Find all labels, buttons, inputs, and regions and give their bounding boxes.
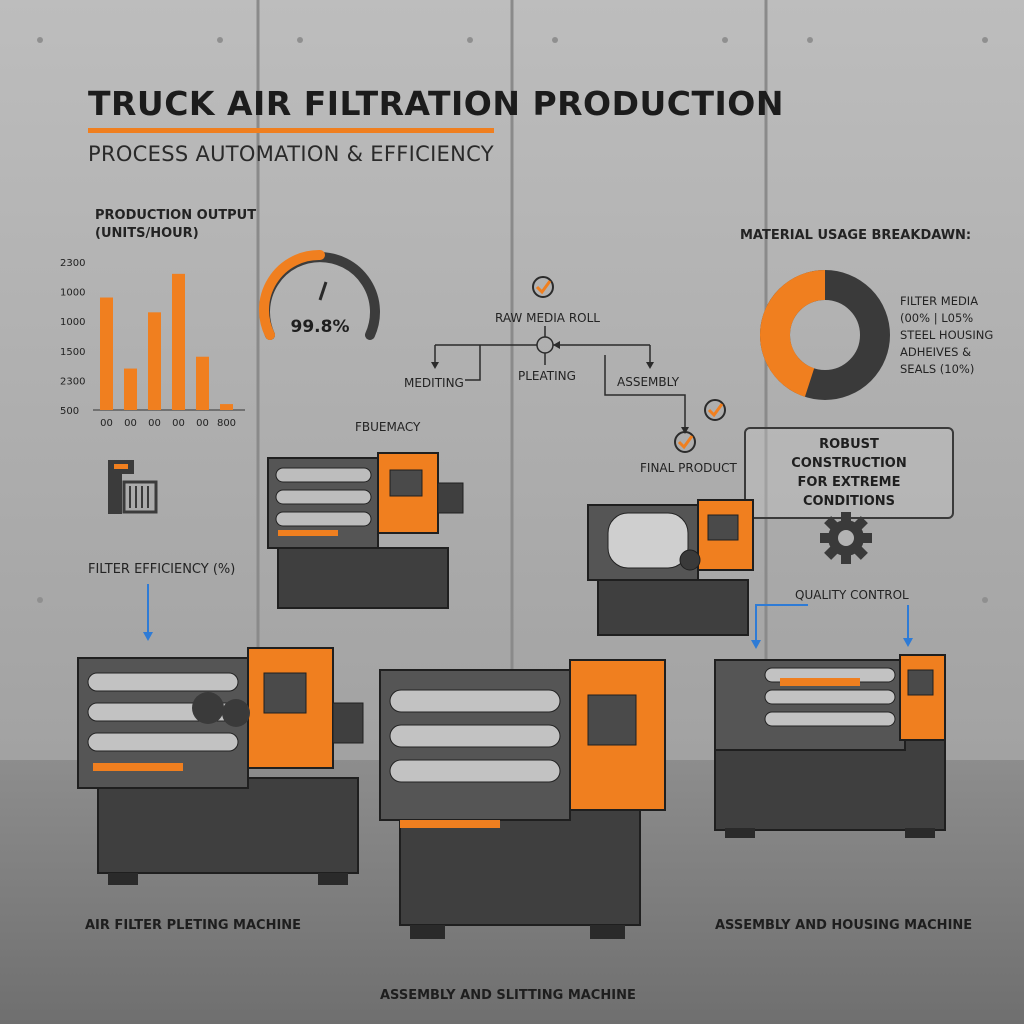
assembly-slitting-machine [379, 659, 666, 939]
quality-control-label: QUALITY CONTROL [795, 588, 909, 602]
gear-icon [820, 512, 872, 564]
machine-label-slitting: ASSEMBLY AND SLITTING MACHINE [380, 988, 636, 1003]
flow-fbuemacy: FBUEMACY [355, 420, 421, 434]
bar [148, 312, 161, 410]
filter-efficiency-label: FILTER EFFICIENCY (%) [88, 562, 236, 577]
bar [220, 404, 233, 410]
x-tick-label: 800 [217, 418, 236, 429]
x-tick-label: 00 [124, 418, 137, 429]
machine-small-left [267, 452, 464, 609]
x-tick-label: 00 [100, 418, 113, 429]
material-line: (00% | L05% [900, 311, 974, 325]
bar [196, 356, 209, 410]
output-chart-unit: (UNITS/HOUR) [95, 226, 199, 241]
air-filter-pleating-machine [77, 647, 364, 885]
flow-assembly: ASSEMBLY [617, 375, 680, 389]
output-chart-title: PRODUCTION OUTPUT [95, 208, 257, 223]
material-usage-title: MATERIAL USAGE BREAKDAWN: [740, 228, 972, 243]
flow-node [536, 336, 554, 354]
material-usage-donut [760, 270, 890, 400]
material-legend: FILTER MEDIA (00% | L05% STEEL HOUSING A… [900, 293, 993, 378]
machine-label-pleating: AIR FILTER PLETING MACHINE [85, 918, 302, 933]
process-flow-diagram [431, 276, 726, 453]
efficiency-gauge: 99.8% [259, 249, 380, 340]
y-tick-label: 1500 [60, 347, 85, 358]
flow-final-product: FINAL PRODUCT [640, 461, 737, 475]
x-tick-label: 00 [196, 418, 209, 429]
assembly-housing-machine [714, 654, 946, 838]
flow-medting: MEDITING [404, 376, 464, 390]
flow-pleating: PLEATING [518, 369, 576, 383]
x-tick-label: 00 [172, 418, 185, 429]
robust-line-2: FOR EXTREME CONDITIONS [797, 475, 901, 509]
bar [172, 273, 185, 410]
check-icon [532, 276, 554, 298]
arrow-down-icon [143, 584, 153, 641]
donut-slice-filter-media [760, 270, 826, 397]
bar [124, 368, 137, 410]
machine-small-right [587, 499, 754, 636]
robust-line-1: ROBUST CONSTRUCTION [791, 437, 907, 471]
material-line: SEALS (10%) [900, 362, 975, 376]
filter-cartridge-icon [108, 460, 158, 514]
y-tick-label: 1000 [60, 317, 85, 328]
quality-control-arrows [751, 604, 913, 649]
material-line: FILTER MEDIA [900, 294, 979, 308]
y-tick-label: 1000 [60, 288, 85, 299]
flow-raw-media: RAW MEDIA ROLL [495, 311, 600, 325]
material-line: ADHEIVES & [900, 345, 972, 359]
production-output-chart: 2300 1000 1000 1500 2300 500 00 00 00 00 00 800 [60, 258, 245, 429]
check-icon [704, 399, 726, 421]
y-tick-label: 2300 [60, 376, 85, 387]
page-subtitle: PROCESS AUTOMATION & EFFICIENCY [88, 142, 494, 166]
bar [100, 297, 113, 410]
check-icon [674, 431, 696, 453]
gauge-value: 99.8% [291, 317, 350, 337]
page-title: TRUCK AIR FILTRATION PRODUCTION [88, 84, 784, 123]
title-underline [88, 128, 494, 133]
material-line: STEEL HOUSING [900, 328, 994, 342]
robust-construction-box: ROBUST CONSTRUCTION FOR EXTREME CONDITIO… [744, 427, 954, 519]
machine-label-housing: ASSEMBLY AND HOUSING MACHINE [715, 918, 973, 933]
gauge-needle [318, 281, 328, 301]
y-tick-label: 2300 [60, 258, 85, 269]
y-tick-label: 500 [60, 406, 79, 417]
gauge-fill [259, 249, 325, 340]
x-tick-label: 00 [148, 418, 161, 429]
